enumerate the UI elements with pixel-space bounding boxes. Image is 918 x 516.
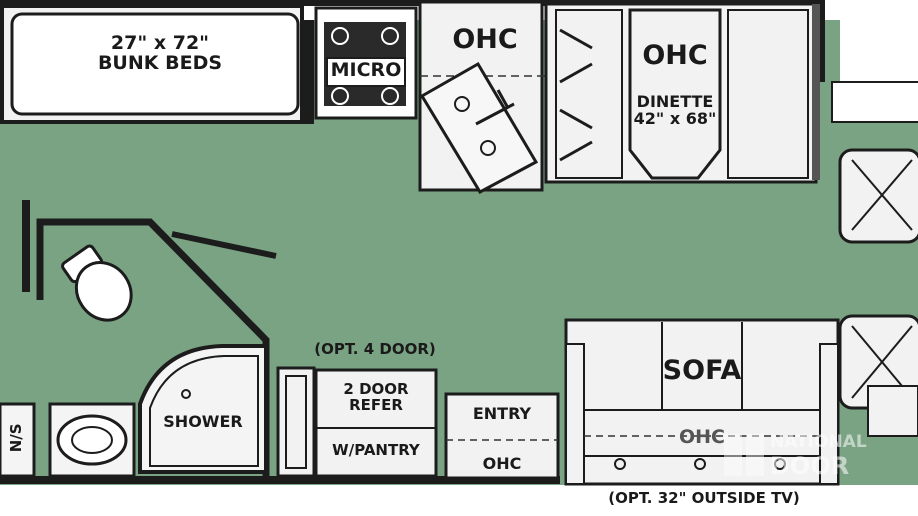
dinette-name: DINETTE — [636, 92, 714, 111]
ns-cabinet — [0, 402, 36, 478]
ohc-entry-label: OHC — [482, 454, 522, 473]
watermark-line1: NATIONAL — [770, 432, 867, 452]
bath-door-stub — [22, 200, 30, 292]
entry-label: ENTRY — [472, 404, 532, 423]
opt-tv-label: (OPT. 32" OUTSIDE TV) — [608, 489, 800, 507]
refer-line1: 2 DOOR — [343, 380, 409, 398]
watermark-line2: DOOR — [770, 452, 850, 480]
ohc-left-label: OHC — [452, 24, 518, 55]
shower-label: SHOWER — [163, 412, 243, 431]
watermark-logo — [724, 434, 764, 476]
opt-door-label: (OPT. 4 DOOR) — [314, 340, 436, 358]
ohc-dinette-label: OHC — [642, 40, 708, 71]
bunk-size: 27" x 72" — [110, 32, 210, 54]
dinette-size: 42" x 68" — [633, 108, 717, 128]
micro-label: MICRO — [330, 59, 402, 81]
toilet-icon — [61, 244, 133, 322]
entry-area — [444, 392, 560, 480]
sofa-label: SOFA — [662, 355, 742, 386]
bottom-wall — [0, 476, 560, 484]
shower — [138, 344, 268, 474]
refrigerator — [314, 368, 438, 478]
top-wall — [0, 0, 825, 6]
sink — [419, 61, 539, 194]
ns-label: N/S — [7, 423, 26, 453]
refer-label: 2 DOOR REFER — [316, 380, 436, 414]
refer-line2: REFER — [349, 395, 403, 414]
watermark-text: NATIONAL DOOR — [770, 432, 867, 480]
dinette-label: DINETTE 42" x 68" — [620, 92, 730, 128]
dinette-table — [628, 8, 722, 180]
pantry-label: W/PANTRY — [332, 441, 420, 459]
bunk-beds-label: 27" x 72" BUNK BEDS — [70, 32, 250, 74]
bunk-type: BUNK BEDS — [97, 51, 223, 74]
ohc-sofa-label: OHC — [679, 426, 725, 448]
